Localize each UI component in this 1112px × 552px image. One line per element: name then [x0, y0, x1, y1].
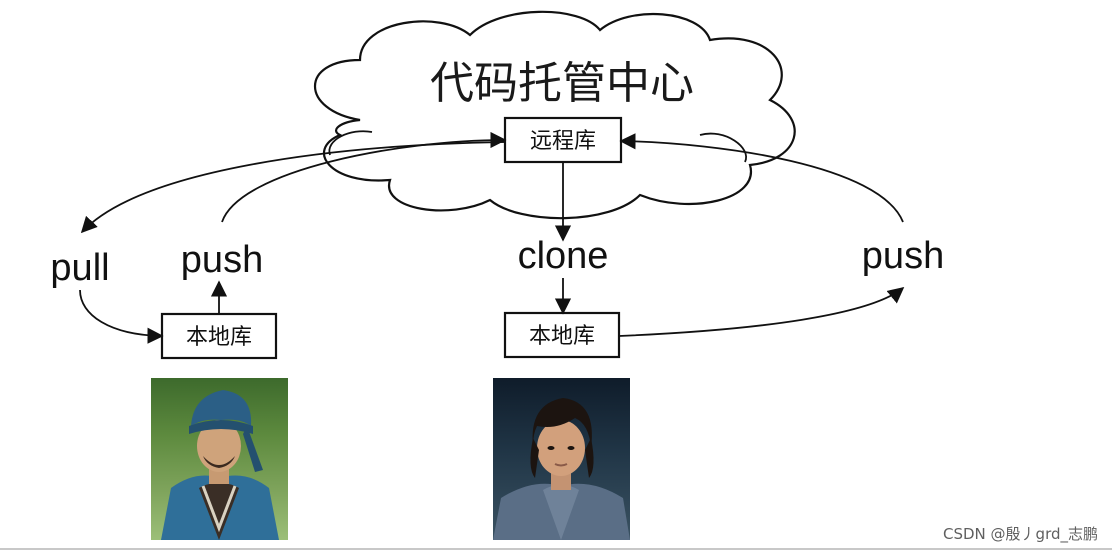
person-photo-right: [493, 378, 630, 540]
local-repo-right-label: 本地库: [529, 324, 595, 349]
pull-arrow-bottom: [79, 289, 164, 344]
push-right-arrow-remote: [619, 133, 904, 223]
person-left-illustration: [161, 390, 279, 540]
watermark: CSDN @殷丿grd_志鹏: [943, 525, 1098, 543]
push-left-arrow-remote: [221, 131, 507, 223]
cloud-shape: [313, 10, 796, 220]
pull-label: pull: [50, 247, 109, 289]
person-right-illustration: [493, 398, 630, 540]
person-photo-left: [151, 378, 288, 540]
local-repo-left-node: 本地库: [160, 312, 278, 360]
remote-repo-label: 远程库: [530, 129, 596, 154]
push-left-label: push: [181, 239, 263, 281]
local-repo-right-node: 本地库: [503, 311, 621, 359]
clone-label: clone: [518, 235, 609, 277]
cloud-title: 代码托管中心: [430, 58, 694, 109]
push-right-label: push: [862, 235, 944, 277]
local-repo-left-label: 本地库: [186, 325, 252, 350]
push-right-arrow-up: [618, 286, 905, 337]
bottom-rule: [0, 548, 1112, 550]
remote-repo-node: 远程库: [503, 116, 623, 164]
